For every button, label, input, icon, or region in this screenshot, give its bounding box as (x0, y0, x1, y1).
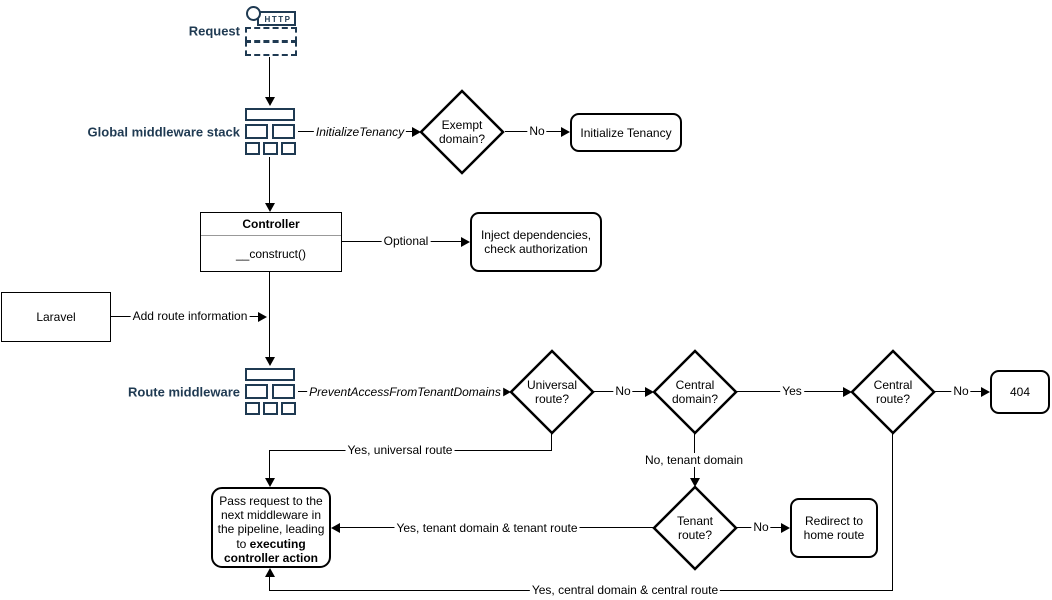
decision-label: Central domain? (671, 378, 719, 406)
connector-segment (551, 433, 552, 450)
diamond-shape (850, 349, 936, 435)
arrowhead-icon (265, 568, 275, 577)
stack-row2-a (245, 384, 268, 399)
decision-label: Exempt domain? (438, 118, 486, 146)
edge-label-prevent-access: PreventAccessFromTenantDomains (307, 385, 503, 399)
request-dashed-row-1 (245, 27, 297, 42)
http-icon-label: HTTP (264, 14, 292, 24)
arrowhead-icon (843, 387, 852, 397)
stack-row3-b (263, 142, 278, 155)
request-label: Request (188, 23, 240, 39)
stack-row3-c (281, 402, 296, 415)
stack-row3-c (281, 142, 296, 155)
edge-label-yes-universal-route: Yes, universal route (345, 443, 455, 457)
stack-row2-b (272, 124, 295, 139)
connector-segment (269, 57, 270, 97)
edge-label-add-route-information: Add route information (130, 309, 250, 323)
stack-row3-b (263, 402, 278, 415)
arrowhead-icon (258, 312, 267, 322)
connector-segment (269, 272, 270, 357)
controller-method: __construct() (235, 246, 307, 261)
arrowhead-icon (690, 478, 700, 487)
route-middleware-label: Route middleware (128, 384, 240, 400)
decision-universal-route: Universal route? (509, 349, 595, 435)
diamond-shape (652, 485, 738, 571)
global-middleware-label: Global middleware stack (87, 124, 240, 140)
arrowhead-icon (265, 203, 275, 212)
connector-segment (269, 450, 270, 478)
node-pass-request: Pass request to the next middleware in t… (211, 487, 331, 568)
arrowhead-icon (645, 387, 654, 397)
stack-row1 (245, 108, 295, 121)
diamond-shape (419, 89, 505, 175)
edge-label-no: No (613, 384, 633, 398)
decision-label: Universal route? (526, 378, 577, 406)
pass-request-text: Pass request to the next middleware in t… (217, 494, 325, 551)
diamond-shape (652, 349, 738, 435)
arrowhead-icon (265, 478, 275, 487)
stack-row2-b (272, 384, 295, 399)
arrowhead-icon (265, 357, 275, 366)
arrowhead-icon (265, 97, 275, 106)
arrowhead-icon (781, 523, 790, 533)
edge-label-yes-tenant: Yes, tenant domain & tenant route (394, 521, 580, 535)
edge-label-yes: Yes (780, 384, 804, 398)
decision-central-route: Central route? (850, 349, 936, 435)
node-404: 404 (990, 370, 1050, 414)
edge-label-no: No (527, 124, 547, 138)
node-inject-dependencies: Inject dependencies, check authorization (470, 212, 602, 272)
node-initialize-tenancy: Initialize Tenancy (570, 113, 682, 152)
arrowhead-icon (331, 523, 340, 533)
decision-label: Central route? (873, 378, 913, 406)
arrowhead-icon (412, 127, 421, 137)
diamond-shape (509, 349, 595, 435)
controller-title: Controller (201, 213, 341, 236)
stack-row3-a (245, 142, 260, 155)
arrowhead-icon (461, 237, 470, 247)
node-laravel: Laravel (1, 292, 111, 342)
arrowhead-icon (981, 387, 990, 397)
arrowhead-icon (502, 387, 511, 397)
connector-segment (269, 577, 270, 590)
edge-label-no: No (951, 384, 971, 398)
stack-row2-a (245, 124, 268, 139)
decision-tenant-route: Tenant route? (652, 485, 738, 571)
node-redirect-home: Redirect to home route (790, 498, 878, 558)
stack-row3-a (245, 402, 260, 415)
pass-request-bold-text: executing controller action (223, 536, 318, 565)
request-dashed-row-2 (245, 41, 297, 56)
arrowhead-icon (561, 127, 570, 137)
http-circle-icon (246, 6, 261, 21)
decision-label: Tenant route? (676, 514, 714, 542)
edge-label-optional: Optional (381, 234, 431, 248)
stack-row1 (245, 368, 295, 381)
node-controller: Controller __construct() (200, 212, 342, 272)
edge-label-yes-central: Yes, central domain & central route (529, 583, 721, 597)
connector-segment (892, 433, 893, 590)
decision-central-domain: Central domain? (652, 349, 738, 435)
decision-exempt-domain: Exempt domain? (419, 89, 505, 175)
edge-label-no: No (751, 520, 771, 534)
edge-label-initialize-tenancy: InitializeTenancy (313, 125, 407, 139)
edge-label-no-tenant-domain: No, tenant domain (642, 453, 746, 467)
connector-segment (269, 157, 270, 203)
